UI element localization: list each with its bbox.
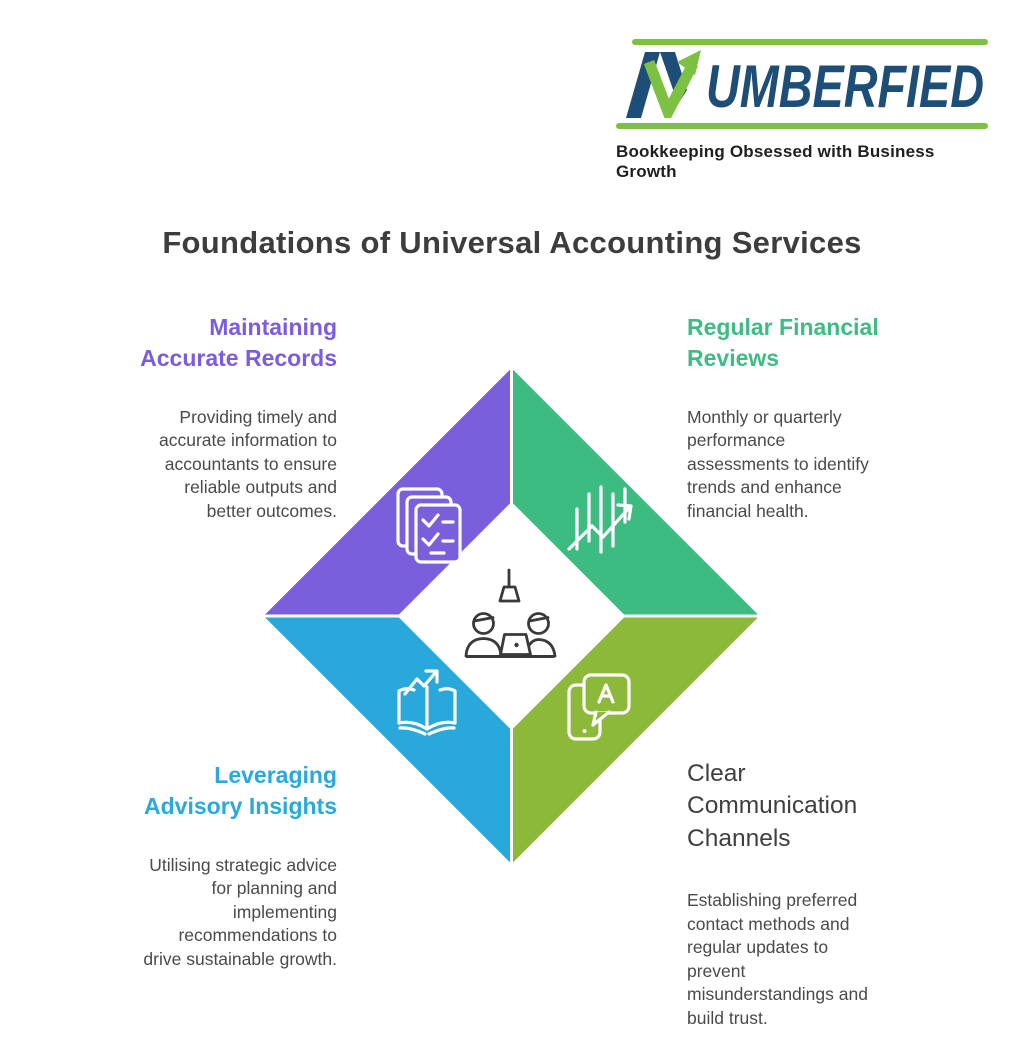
growth-chart-icon <box>567 485 633 554</box>
logo-arrow-check <box>643 60 698 118</box>
quadrant-block-maintaining-records: Maintaining Accurate Records Providing t… <box>87 294 337 542</box>
triangle-bottom-right <box>510 614 763 868</box>
quadrant-block-advisory-insights: Leveraging Advisory Insights Utilising s… <box>77 742 337 990</box>
logo-top-rule <box>632 39 988 45</box>
collaboration-desk-icon <box>464 568 557 658</box>
logo-arrow-head <box>677 50 701 75</box>
quadrant-body: Providing timely and accurate informatio… <box>158 406 337 522</box>
page-title: Foundations of Universal Accounting Serv… <box>162 225 862 260</box>
logo-tagline: Bookkeeping Obsessed with Business Growt… <box>616 142 935 181</box>
triangle-top-right <box>510 364 763 618</box>
quadrant-heading: Regular Financial Reviews <box>687 314 879 372</box>
quadrant-heading: Clear Communication Channels <box>687 760 858 852</box>
triangle-top-left <box>260 364 513 618</box>
quadrant-block-financial-reviews: Regular Financial Reviews Monthly or qua… <box>687 294 927 542</box>
phone-chat-icon <box>567 673 631 741</box>
infographic-page: { "logo": { "brand_text": "UMBERFIED", "… <box>77 39 988 1029</box>
arrow-n-logo-icon: UMBERFIED <box>626 50 984 118</box>
diamond-diagram <box>260 364 763 868</box>
quadrant-block-communication-channels: Clear Communication Channels Establishin… <box>687 740 932 1049</box>
logo-brand-text: UMBERFIED <box>706 53 984 118</box>
quadrant-body: Monthly or quarterly performance assessm… <box>687 406 869 522</box>
open-book-arrow-icon <box>397 669 457 736</box>
quadrant-body: Establishing preferred contact methods a… <box>687 889 868 1029</box>
documents-checklist-icon <box>396 487 462 564</box>
logo-bottom-rule <box>616 123 988 129</box>
quadrant-body: Utilising strategic advice for planning … <box>143 854 337 970</box>
quadrant-heading: Leveraging Advisory Insights <box>144 762 337 820</box>
triangle-bottom-left <box>260 614 513 868</box>
brand-logo: UMBERFIED Bookkeeping Obsessed with Busi… <box>616 39 988 182</box>
quadrant-heading: Maintaining Accurate Records <box>140 314 337 372</box>
